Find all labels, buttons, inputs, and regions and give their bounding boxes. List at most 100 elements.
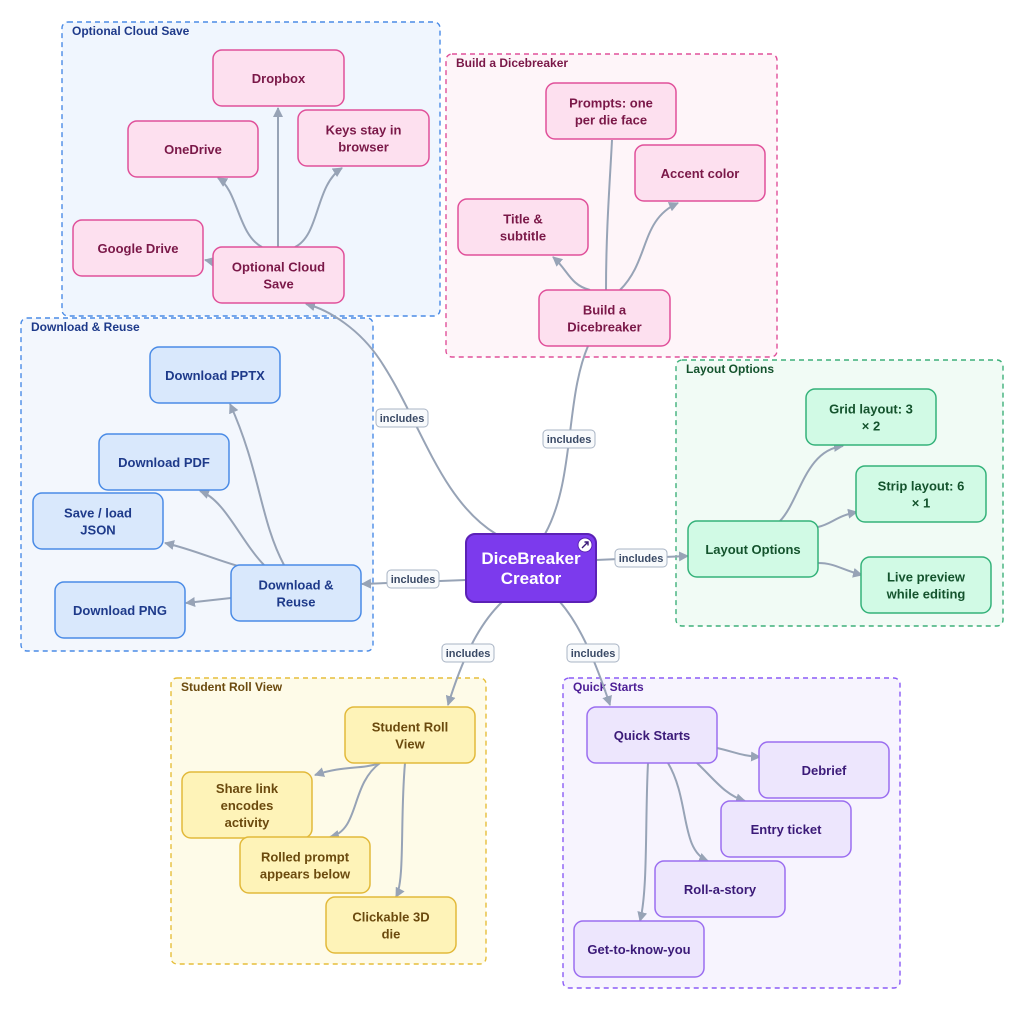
node-entry[interactable]: Entry ticket (720, 800, 852, 858)
node-label: × 2 (862, 419, 880, 434)
node-box[interactable] (230, 564, 362, 622)
node-box[interactable] (855, 465, 987, 523)
node-label: Title & (503, 212, 543, 227)
node-layout_root[interactable]: Layout Options (687, 520, 819, 578)
node-label: Debrief (802, 763, 847, 778)
center-node-box[interactable] (465, 533, 597, 603)
node-label: Strip layout: 6 (878, 479, 965, 494)
node-label: View (395, 737, 425, 752)
node-label: Dicebreaker (567, 320, 641, 335)
node-label: appears below (260, 867, 351, 882)
node-box[interactable] (32, 492, 164, 550)
node-label: × 1 (912, 496, 930, 511)
node-label: die (382, 927, 401, 942)
node-box[interactable] (212, 49, 345, 107)
node-box[interactable] (325, 896, 457, 954)
group-title-build: Build a Dicebreaker (456, 56, 568, 70)
node-box[interactable] (545, 82, 677, 140)
node-label: Accent color (661, 166, 740, 181)
node-box[interactable] (720, 800, 852, 858)
edge-connector (552, 256, 591, 291)
edge-label-box (375, 408, 429, 428)
node-box[interactable] (573, 920, 705, 978)
node-label: Download PPTX (165, 368, 265, 383)
node-title[interactable]: Title & subtitle (457, 198, 589, 256)
node-rollstory[interactable]: Roll-a-story (654, 860, 786, 918)
group-title-quick: Quick Starts (573, 680, 644, 694)
node-label: browser (338, 140, 389, 155)
node-label: Keys stay in (326, 123, 402, 138)
node-label: Save / load (64, 506, 132, 521)
node-box[interactable] (687, 520, 819, 578)
node-debrief[interactable]: Debrief (758, 741, 890, 799)
center-node-label: Creator (501, 569, 562, 588)
edge-label: includes (380, 413, 425, 425)
node-label: Build a (583, 303, 627, 318)
edge-label-box (614, 548, 668, 568)
node-box[interactable] (860, 556, 992, 614)
node-pdf[interactable]: Download PDF (98, 433, 230, 491)
edge-label-box (542, 429, 596, 449)
edge-connector (329, 762, 381, 840)
node-accent[interactable]: Accent color (634, 144, 766, 202)
node-keys[interactable]: Keys stay in browser (297, 109, 430, 167)
node-box[interactable] (127, 120, 259, 178)
node-box[interactable] (758, 741, 890, 799)
node-download_root[interactable]: Download &Reuse (230, 564, 362, 622)
arrow-up-right-icon[interactable] (577, 537, 593, 553)
node-getknow[interactable]: Get-to-know-you (573, 920, 705, 978)
node-dropbox[interactable]: Dropbox (212, 49, 345, 107)
node-onedrive[interactable]: OneDrive (127, 120, 259, 178)
node-box[interactable] (805, 388, 937, 446)
node-label: subtitle (500, 229, 546, 244)
node-box[interactable] (72, 219, 204, 277)
edge-label: includes (391, 574, 436, 586)
node-label: Rolled prompt (261, 850, 350, 865)
node-box[interactable] (538, 289, 671, 347)
node-box[interactable] (654, 860, 786, 918)
edge-label-box (441, 643, 495, 663)
node-strip[interactable]: Strip layout: 6 × 1 (855, 465, 987, 523)
node-pptx[interactable]: Download PPTX (149, 346, 281, 404)
node-box[interactable] (634, 144, 766, 202)
node-label: Google Drive (98, 241, 179, 256)
node-label: Prompts: one (569, 96, 653, 111)
edge-connector (779, 441, 844, 522)
edge-label-box (566, 643, 620, 663)
node-quick_root[interactable]: Quick Starts (586, 706, 718, 764)
edge-connector (619, 202, 679, 291)
node-gdrive[interactable]: Google Drive (72, 219, 204, 277)
node-clickable[interactable]: Clickable 3D die (325, 896, 457, 954)
node-label: Layout Options (705, 542, 800, 557)
node-label: Download PDF (118, 455, 210, 470)
node-build_root[interactable]: Build a Dicebreaker (538, 289, 671, 347)
node-label: JSON (80, 523, 115, 538)
node-box[interactable] (239, 836, 371, 894)
node-box[interactable] (344, 706, 476, 764)
edge-connector (696, 762, 746, 804)
node-box[interactable] (149, 346, 281, 404)
node-label: encodes (221, 798, 274, 813)
node-box[interactable] (98, 433, 230, 491)
node-box[interactable] (457, 198, 589, 256)
node-box[interactable] (586, 706, 718, 764)
node-box[interactable] (297, 109, 430, 167)
node-label: Clickable 3D (352, 910, 429, 925)
node-label: Live preview (887, 570, 966, 585)
node-rolled[interactable]: Rolled prompt appears below (239, 836, 371, 894)
node-box[interactable] (212, 246, 345, 304)
group-title-cloud: Optional Cloud Save (72, 24, 190, 38)
group-title-student: Student Roll View (181, 680, 283, 694)
node-png[interactable]: Download PNG (54, 581, 186, 639)
edge-connector (667, 762, 709, 863)
node-grid[interactable]: Grid layout: 3× 2 (805, 388, 937, 446)
node-label: Optional Cloud (232, 260, 325, 275)
node-box[interactable] (54, 581, 186, 639)
